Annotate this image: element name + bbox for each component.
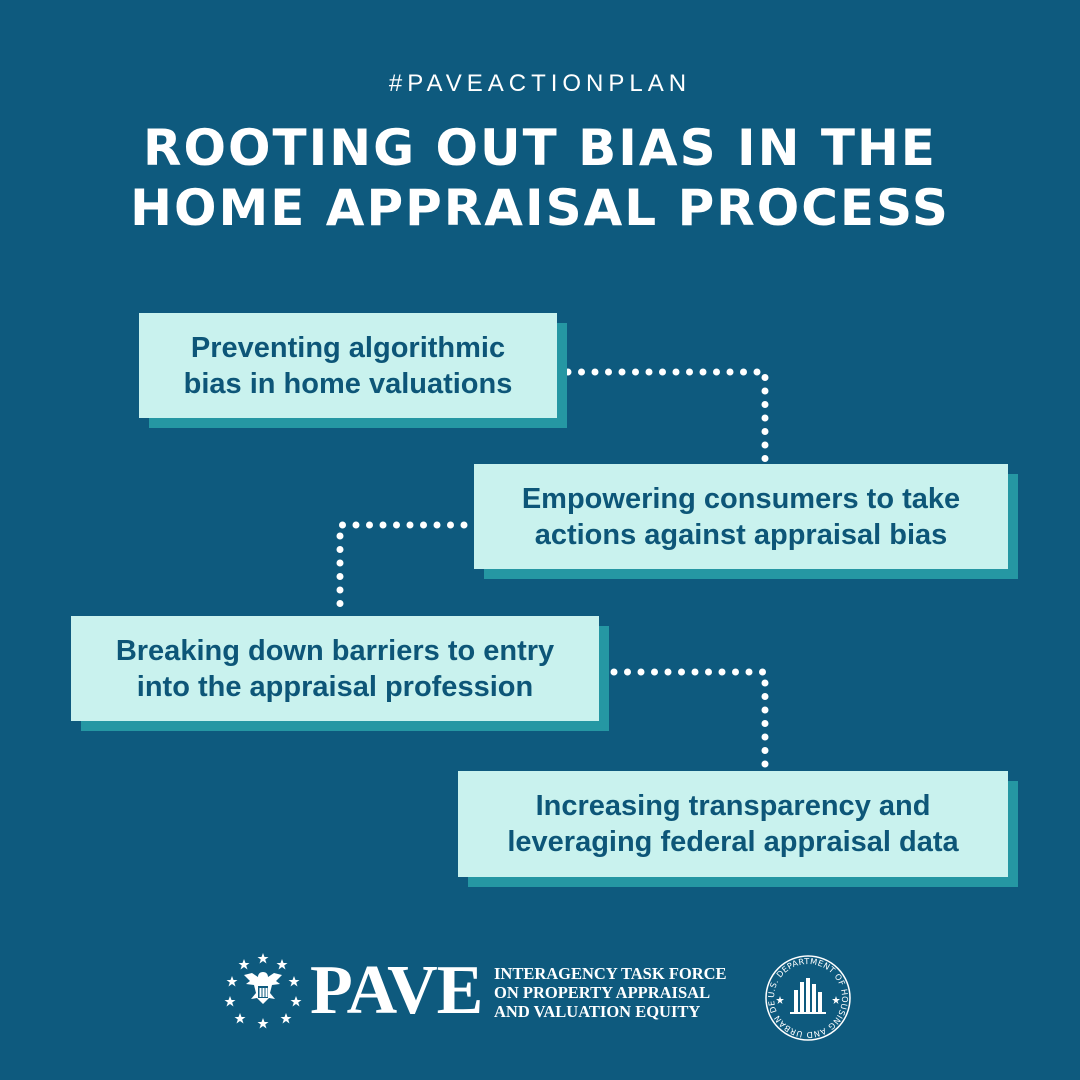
card-line: bias in home valuations [183, 367, 513, 400]
presidential-seal-icon [224, 953, 302, 1029]
footer-logos: PAVE INTERAGENCY TASK FORCE ON PROPERTY … [222, 950, 872, 1041]
title-line-1: Rooting out bias in the [143, 119, 937, 177]
connector-3-4 [610, 668, 769, 769]
hud-seal-text: U.S. DEPARTMENT OF HOUSING AND URBAN DEV… [760, 950, 850, 1040]
action-item-card: Increasing transparency and leveraging fe… [458, 771, 1018, 887]
task-force-line: AND VALUATION EQUITY [494, 1002, 701, 1021]
card-line: Increasing transparency and [535, 790, 931, 822]
connector-1-2 [564, 368, 769, 464]
card-line: Empowering consumers to take [521, 482, 961, 515]
hashtag: #PAVEACTIONPLAN [388, 70, 692, 97]
task-force-name: INTERAGENCY TASK FORCE ON PROPERTY APPRA… [494, 964, 727, 1021]
page-title: Rooting out bias in the home appraisal p… [0, 118, 1080, 238]
title-line-2: home appraisal process [130, 179, 950, 237]
connector-2-3 [336, 521, 468, 616]
card-line: Breaking down barriers to entry [115, 634, 555, 667]
pave-logo: PAVE [310, 952, 483, 1029]
hud-seal-icon: U.S. DEPARTMENT OF HOUSING AND URBAN DEV… [760, 950, 851, 1041]
card-line: Preventing algorithmic [190, 331, 506, 364]
card-line: actions against appraisal bias [534, 518, 948, 551]
task-force-line: INTERAGENCY TASK FORCE [494, 964, 727, 983]
card-text: Increasing transparency and leveraging fe… [458, 771, 1008, 877]
task-force-line: ON PROPERTY APPRAISAL [494, 983, 711, 1002]
svg-text:U.S. DEPARTMENT OF HOUSING AND: U.S. DEPARTMENT OF HOUSING AND URBAN DEV… [760, 950, 850, 1040]
card-line: leveraging federal appraisal data [507, 826, 959, 858]
card-line: into the appraisal profession [136, 670, 534, 703]
